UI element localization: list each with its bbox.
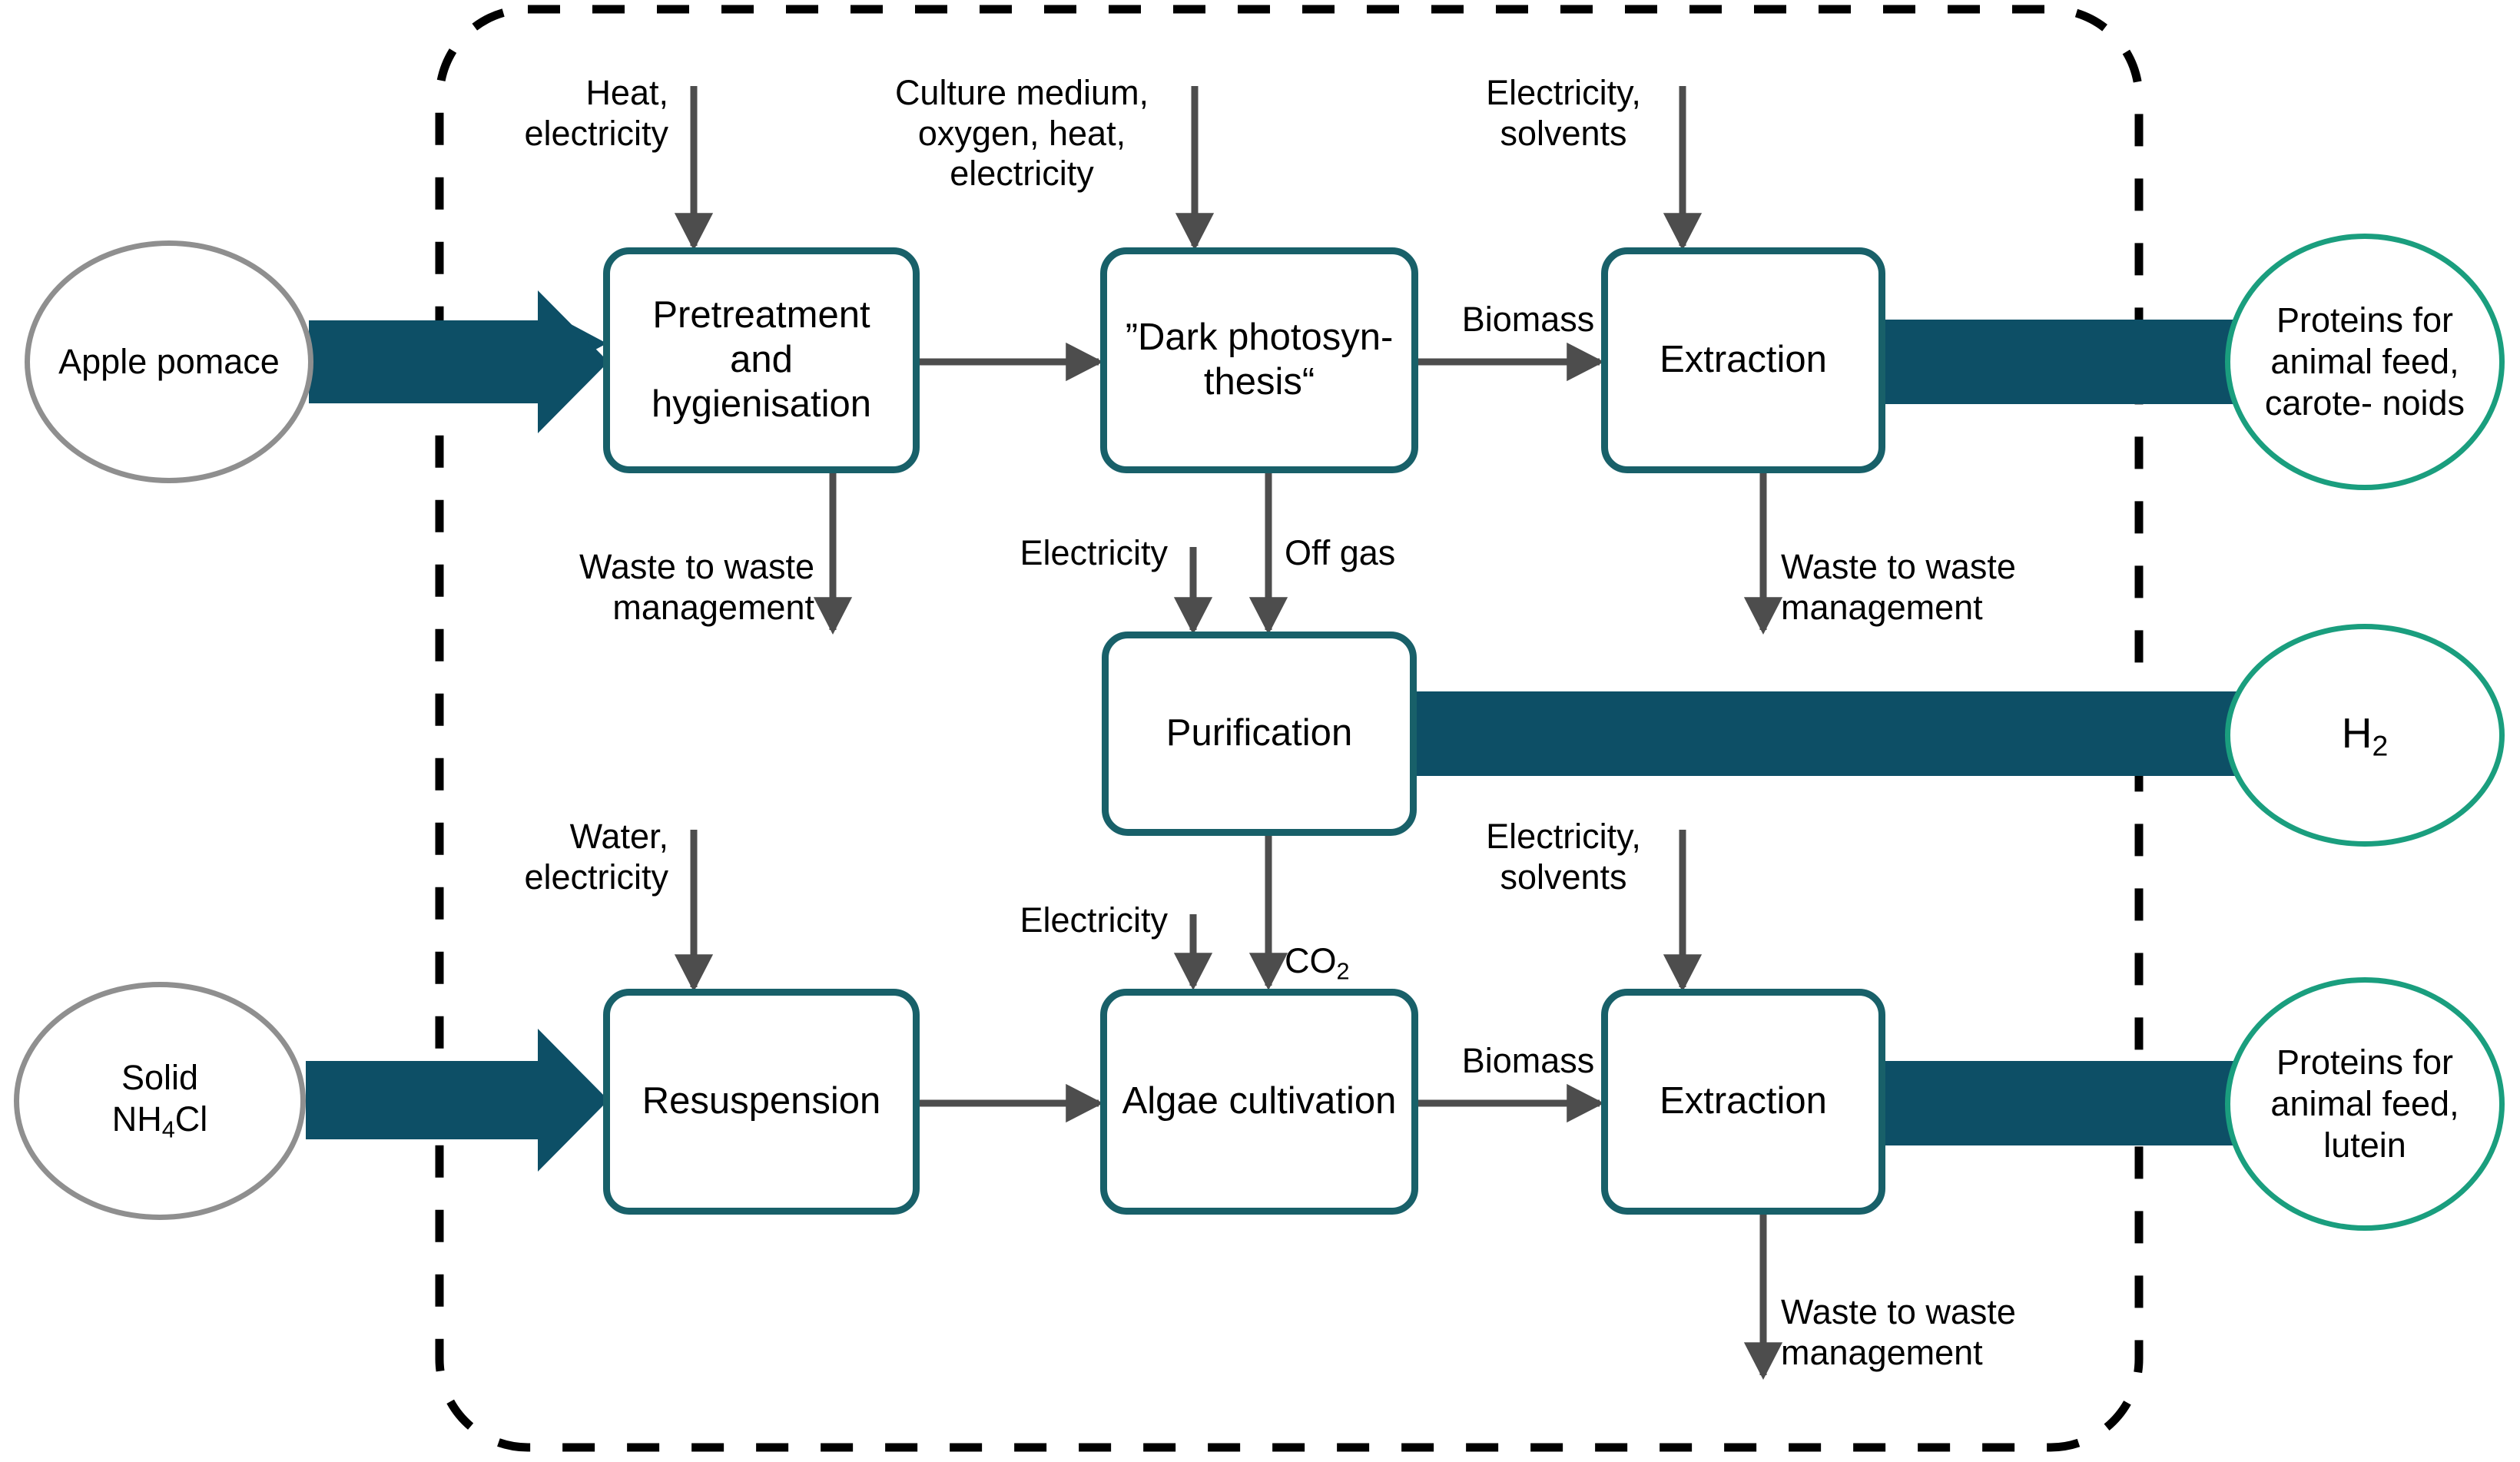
output-label-hydrogen: H2 xyxy=(2342,708,2389,763)
output-label-proteins-carotenoids: Proteins for animal feed, carote- noids xyxy=(2264,300,2465,423)
label-biomass-bottom: Biomass xyxy=(1461,1041,1595,1080)
process-label-dark-photosynthesis: ”Dark photosyn- thesis“ xyxy=(1125,317,1394,403)
label-heat-electricity: Heat, electricity xyxy=(524,73,668,153)
arrow-apple-pomace-to-pretreatment xyxy=(309,290,608,433)
process-box-purification[interactable]: Purification xyxy=(1102,632,1417,836)
hydrogen-symbol: H xyxy=(2341,708,2372,757)
output-ellipse-proteins-carotenoids: Proteins for animal feed, carote- noids xyxy=(2225,234,2505,490)
label-co2: CO2 xyxy=(1285,900,1484,986)
input-label-apple-pomace: Apple pomace xyxy=(58,342,280,381)
label-waste-extraction-bottom: Waste to waste management xyxy=(1781,1292,2016,1372)
label-electricity-purification: Electricity xyxy=(1020,533,1168,572)
hydrogen-subscript: 2 xyxy=(2372,729,2389,762)
process-label-pretreatment: Pretreatment and hygienisation xyxy=(651,294,872,425)
nh4cl-word-solid: Solid xyxy=(121,1058,199,1098)
label-waste-pretreatment: Waste to waste management xyxy=(579,547,814,627)
co2-symbol: CO xyxy=(1285,940,1337,980)
process-box-pretreatment[interactable]: Pretreatment and hygienisation xyxy=(603,247,920,473)
label-water-electricity: Water, electricity xyxy=(524,817,668,897)
process-box-extraction-bottom[interactable]: Extraction xyxy=(1601,989,1885,1215)
input-ellipse-solid-nh4cl: Solid NH4Cl xyxy=(14,982,306,1220)
label-off-gas: Off gas xyxy=(1285,533,1396,572)
arrow-purification-to-hydrogen xyxy=(1412,658,2380,810)
input-ellipse-apple-pomace: Apple pomace xyxy=(25,240,313,483)
label-electricity-solvents-bottom: Electricity, solvents xyxy=(1486,817,1641,897)
label-electricity-solvents-top: Electricity, solvents xyxy=(1486,73,1641,153)
label-biomass-top: Biomass xyxy=(1461,300,1595,339)
process-box-extraction-top[interactable]: Extraction xyxy=(1601,247,1885,473)
arrow-nh4cl-to-resuspension xyxy=(306,1029,608,1172)
nh4cl-formula-pre: NH xyxy=(111,1099,162,1139)
process-label-extraction-top: Extraction xyxy=(1660,339,1827,381)
output-ellipse-hydrogen: H2 xyxy=(2225,624,2505,847)
nh4cl-formula-sub: 4 xyxy=(161,1116,175,1143)
process-label-resuspension: Resuspension xyxy=(642,1080,881,1122)
nh4cl-formula-post: Cl xyxy=(174,1099,208,1139)
process-box-dark-photosynthesis[interactable]: ”Dark photosyn- thesis“ xyxy=(1100,247,1418,473)
process-label-purification: Purification xyxy=(1166,712,1353,754)
process-label-algae-cultivation: Algae cultivation xyxy=(1122,1080,1397,1122)
input-label-solid-nh4cl: Solid NH4Cl xyxy=(112,1057,208,1144)
co2-subscript: 2 xyxy=(1336,958,1350,985)
output-label-proteins-lutein: Proteins for animal feed, lutein xyxy=(2270,1043,2459,1165)
process-box-algae-cultivation[interactable]: Algae cultivation xyxy=(1100,989,1418,1215)
label-waste-extraction-top: Waste to waste management xyxy=(1781,547,2016,627)
output-ellipse-proteins-lutein: Proteins for animal feed, lutein xyxy=(2225,977,2505,1231)
label-culture-medium: Culture medium, oxygen, heat, electricit… xyxy=(894,73,1149,194)
process-label-extraction-bottom: Extraction xyxy=(1660,1080,1827,1122)
system-boundary xyxy=(435,5,2144,1452)
label-electricity-algae: Electricity xyxy=(1020,900,1168,940)
process-box-resuspension[interactable]: Resuspension xyxy=(603,989,920,1215)
